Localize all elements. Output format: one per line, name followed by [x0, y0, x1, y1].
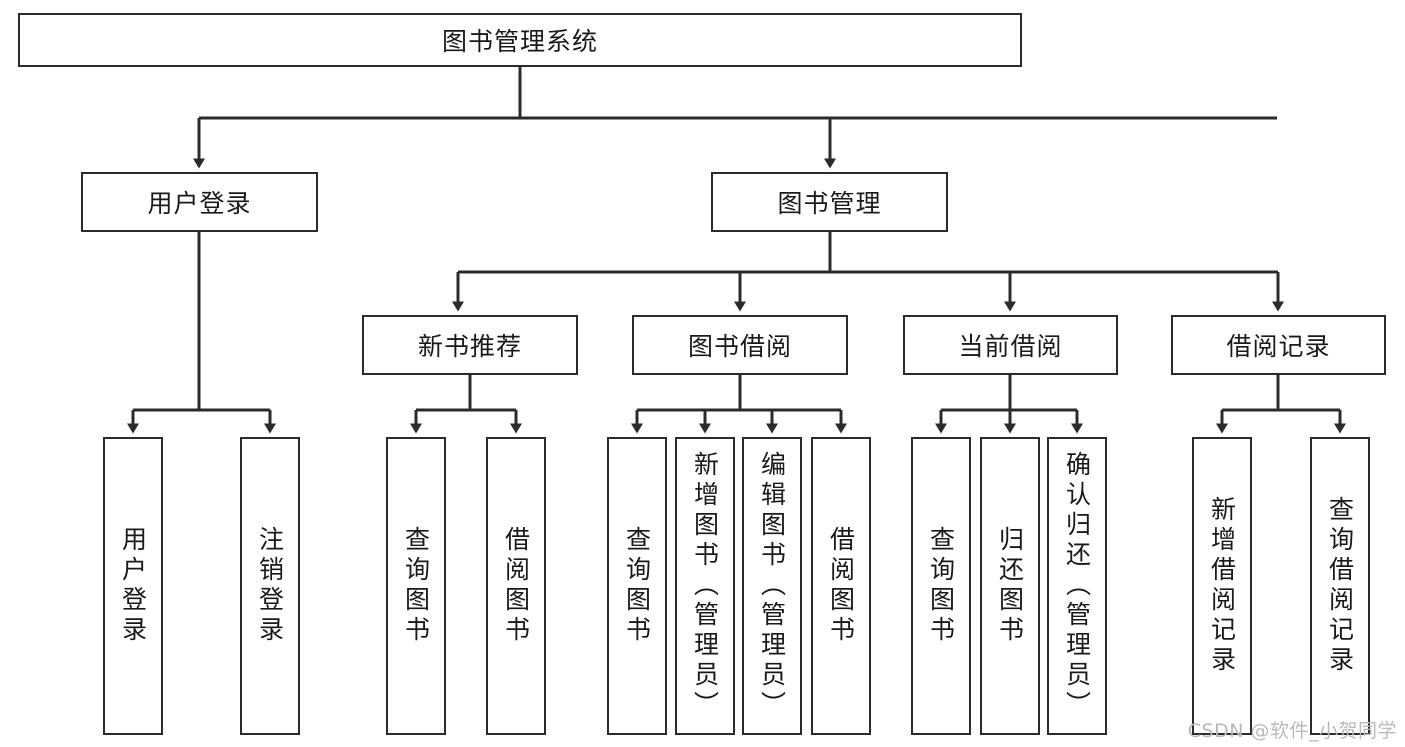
- leaf-query-book-current[interactable]: 查询图书: [911, 437, 971, 735]
- leaf-query-book-borrow[interactable]: 查询图书: [607, 437, 667, 735]
- node-label: 查询图书: [401, 526, 431, 646]
- node-current-borrow[interactable]: 当前借阅: [903, 315, 1118, 375]
- leaf-add-book-admin[interactable]: 新增图书（管理员）: [675, 437, 735, 735]
- leaf-edit-book-admin[interactable]: 编辑图书（管理员）: [742, 437, 802, 735]
- node-label: 确认归还（管理员）: [1062, 451, 1092, 721]
- node-book-borrow[interactable]: 图书借阅: [632, 315, 848, 375]
- node-label: 当前借阅: [958, 332, 1063, 361]
- node-label: 借阅图书: [501, 526, 531, 646]
- node-label: 图书借阅: [687, 332, 792, 361]
- node-user-login[interactable]: 用户登录: [81, 172, 318, 232]
- node-label: 用户登录: [147, 189, 252, 218]
- node-label: 图书管理: [777, 189, 882, 218]
- leaf-borrow-book[interactable]: 借阅图书: [811, 437, 871, 735]
- leaf-borrow-book-recommend[interactable]: 借阅图书: [486, 437, 546, 735]
- node-label: 新增借阅记录: [1207, 496, 1237, 676]
- node-label: 注销登录: [255, 526, 285, 646]
- node-label: 图书管理系统: [441, 27, 598, 56]
- node-label: 用户登录: [118, 526, 148, 646]
- node-borrow-record[interactable]: 借阅记录: [1171, 315, 1386, 375]
- leaf-confirm-return-admin[interactable]: 确认归还（管理员）: [1047, 437, 1107, 735]
- leaf-logout[interactable]: 注销登录: [240, 437, 300, 735]
- node-label: 查询图书: [622, 526, 652, 646]
- leaf-user-login[interactable]: 用户登录: [103, 437, 163, 735]
- node-label: 编辑图书（管理员）: [757, 451, 787, 721]
- node-root-system[interactable]: 图书管理系统: [18, 13, 1022, 67]
- node-label: 新书推荐: [417, 332, 522, 361]
- node-label: 查询图书: [926, 526, 956, 646]
- node-label: 查询借阅记录: [1325, 496, 1355, 676]
- leaf-return-book[interactable]: 归还图书: [980, 437, 1040, 735]
- leaf-query-borrow-record[interactable]: 查询借阅记录: [1310, 437, 1370, 735]
- node-book-management[interactable]: 图书管理: [711, 172, 948, 232]
- node-label: 新增图书（管理员）: [690, 451, 720, 721]
- node-label: 借阅图书: [826, 526, 856, 646]
- leaf-add-borrow-record[interactable]: 新增借阅记录: [1192, 437, 1252, 735]
- leaf-query-book-recommend[interactable]: 查询图书: [386, 437, 446, 735]
- node-new-book-recommend[interactable]: 新书推荐: [362, 315, 578, 375]
- node-label: 借阅记录: [1226, 332, 1331, 361]
- node-label: 归还图书: [995, 526, 1025, 646]
